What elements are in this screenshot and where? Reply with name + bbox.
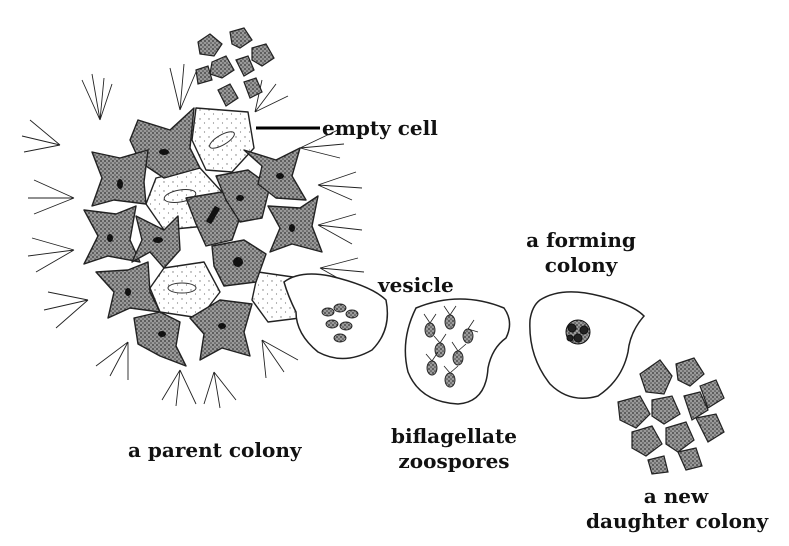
label-zoospores-line-1: biflagellate bbox=[391, 424, 517, 448]
zoospore-vesicle bbox=[404, 298, 511, 405]
parent-colony bbox=[21, 63, 365, 409]
colony-cell bbox=[267, 195, 323, 253]
colony-cell bbox=[91, 149, 149, 207]
label-forming-colony-line-1: a forming bbox=[526, 228, 636, 252]
label-daughter-colony: a new daughter colony bbox=[586, 484, 769, 534]
cell-nuclei bbox=[107, 149, 295, 337]
escaped-cell-fragments bbox=[195, 27, 275, 107]
colony-cell bbox=[189, 299, 253, 361]
colony-cell bbox=[83, 205, 141, 265]
colony-cell bbox=[133, 311, 187, 367]
colony-cells bbox=[83, 107, 323, 367]
label-daughter-colony-line-1: a new bbox=[643, 484, 709, 508]
label-zoospores: biflagellate zoospores bbox=[388, 424, 520, 474]
empty-cell-outline bbox=[163, 131, 235, 294]
label-forming-colony-line-2: colony bbox=[544, 253, 618, 277]
label-parent-colony: a parent colony bbox=[128, 438, 302, 462]
label-vesicle: vesicle bbox=[378, 273, 454, 297]
label-empty-cell: empty cell bbox=[322, 116, 438, 140]
colony-cell bbox=[243, 147, 307, 201]
colony-cell bbox=[129, 107, 201, 179]
forming-colony-cluster bbox=[565, 319, 591, 345]
vesicle bbox=[283, 273, 389, 360]
label-zoospores-line-2: zoospores bbox=[398, 449, 510, 473]
label-daughter-colony-line-2: daughter colony bbox=[586, 509, 769, 533]
colony-cell bbox=[215, 169, 271, 223]
daughter-colony bbox=[617, 357, 725, 475]
label-forming-colony: a forming colony bbox=[516, 228, 646, 278]
colony-bristles bbox=[21, 63, 365, 409]
empty-cell bbox=[191, 107, 255, 173]
forming-colony-vesicle bbox=[529, 291, 646, 399]
